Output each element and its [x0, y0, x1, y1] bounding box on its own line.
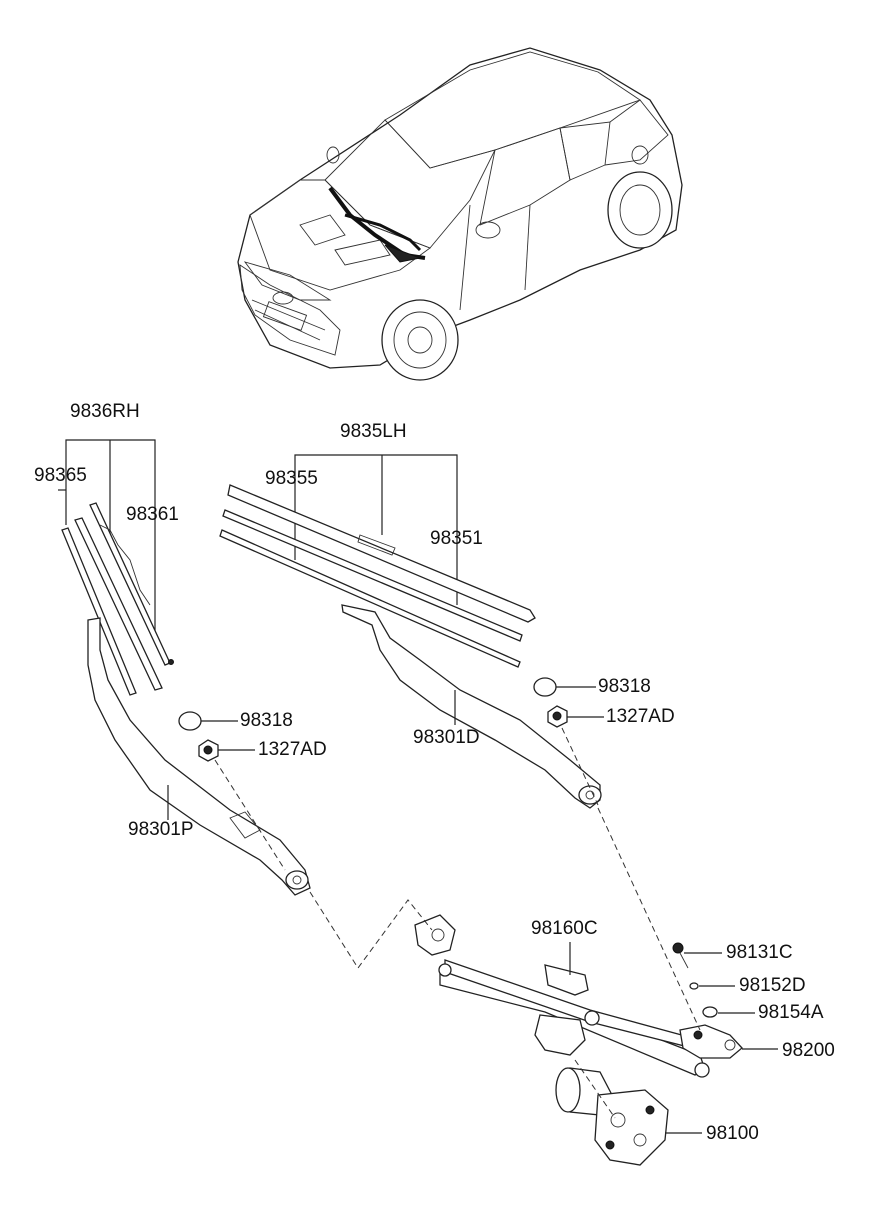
nut-1327AD-left — [198, 739, 219, 762]
label-98154A: 98154A — [758, 1002, 824, 1023]
passenger-wiper-arm — [87, 617, 311, 896]
lh-blade-assembly — [219, 454, 536, 668]
label-98100: 98100 — [706, 1123, 759, 1144]
washer-98152D — [689, 982, 699, 990]
nut-1327AD-right — [547, 705, 568, 728]
cap-98318-left — [178, 711, 202, 731]
label-98355: 98355 — [265, 468, 318, 489]
label-9836RH: 9836RH — [70, 401, 140, 422]
label-98318-right: 98318 — [598, 676, 651, 697]
label-1327AD-right: 1327AD — [606, 706, 675, 727]
wiper-linkage — [414, 914, 743, 1078]
label-98131C: 98131C — [726, 942, 793, 963]
driver-wiper-arm — [341, 604, 602, 809]
label-98152D: 98152D — [739, 975, 806, 996]
label-98365: 98365 — [34, 465, 87, 486]
label-98160C: 98160C — [531, 918, 598, 939]
rh-blade-assembly — [58, 439, 174, 696]
label-98318-left: 98318 — [240, 710, 293, 731]
label-1327AD-left: 1327AD — [258, 739, 327, 760]
label-98361: 98361 — [126, 504, 179, 525]
connector-motor — [574, 1059, 616, 1119]
cap-98318-right — [533, 677, 557, 697]
car-illustration — [237, 47, 683, 381]
label-9835LH: 9835LH — [340, 421, 407, 442]
wiper-motor — [555, 1067, 669, 1166]
label-98301D: 98301D — [413, 727, 480, 748]
connector-left-nut — [214, 759, 286, 871]
connector-right-nut — [561, 727, 599, 806]
label-98351: 98351 — [430, 528, 483, 549]
connector-left-arm-to-linkage — [309, 891, 433, 969]
label-98301P: 98301P — [128, 819, 194, 840]
connector-right-arm-to-pivot — [597, 807, 701, 1031]
bolt-98131C — [672, 942, 689, 969]
label-98200: 98200 — [782, 1040, 835, 1061]
bushing-98154A — [702, 1006, 718, 1018]
